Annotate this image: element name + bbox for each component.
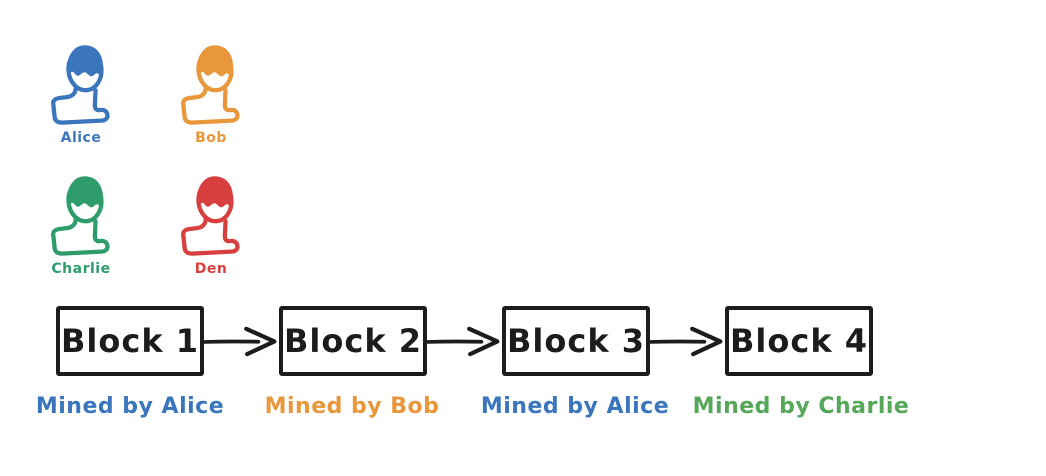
person-bust-icon [178,171,244,257]
miner-name-label: Charlie [51,261,111,277]
mined-by-label-4: Mined by Charlie [692,394,910,419]
mined-by-label-2: Mined by Bob [264,394,440,419]
miner-den: Den [156,171,266,277]
block-1: Block 1 [56,306,204,376]
block-3: Block 3 [502,306,650,376]
miner-charlie: Charlie [26,171,136,277]
blockchain-chain: Block 1 Block 2 Block 3 Block 4 [56,306,873,376]
mined-by-label-1: Mined by Alice [35,394,225,419]
miner-name-label: Bob [195,130,227,146]
mined-by-label-3: Mined by Alice [480,394,670,419]
miner-alice: Alice [26,40,136,146]
arrow-right-icon [427,324,502,358]
person-bust-icon [48,171,114,257]
arrow-right-icon [650,324,725,358]
block-2-label: Block 2 [284,322,422,360]
block-3-label: Block 3 [507,322,645,360]
miner-bob: Bob [156,40,266,146]
person-bust-icon [178,40,244,126]
block-2: Block 2 [279,306,427,376]
block-4: Block 4 [725,306,873,376]
block-1-label: Block 1 [61,322,199,360]
arrow-right-icon [204,324,279,358]
block-4-label: Block 4 [730,322,868,360]
miner-name-label: Den [194,261,228,277]
person-bust-icon [48,40,114,126]
miner-name-label: Alice [60,130,102,146]
